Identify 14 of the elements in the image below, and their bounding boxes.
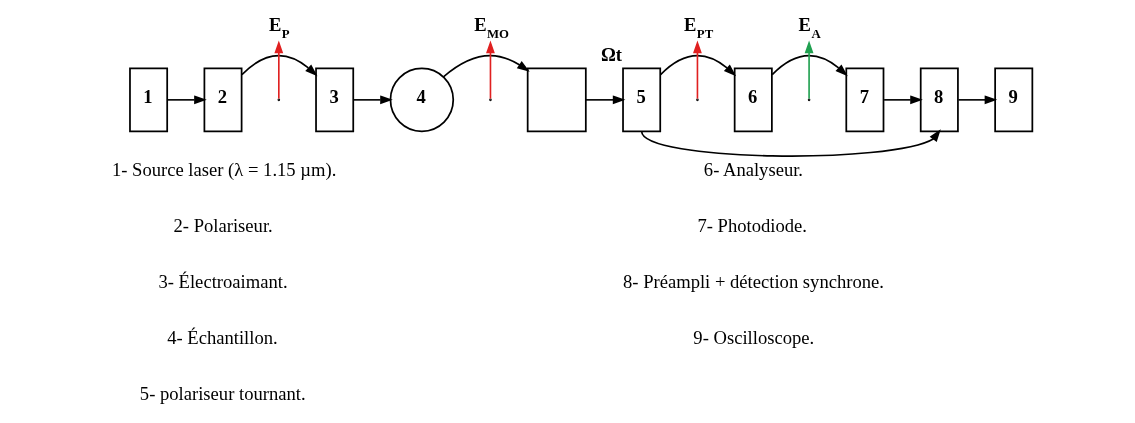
label: 8- Préampli + détection synchrone. [623, 271, 884, 293]
node-text: E$_{P}$ [268, 14, 290, 42]
label: 5- polariseur tournant. [139, 382, 306, 404]
node-text: E$_{A}$ [798, 14, 821, 42]
node-text: E$_{MO}$ [474, 14, 509, 42]
label: 6- Analyseur. [703, 159, 803, 181]
label: 4- Échantillon. [167, 326, 278, 348]
node-label: Ωt [600, 44, 623, 66]
label: 7- Photodiode. [697, 215, 807, 237]
label: 1- Source laser (λ = 1.15 µm). [111, 159, 337, 181]
node-text: E$_{PT}$ [684, 14, 714, 42]
label: 3- Électroaimant. [158, 271, 288, 293]
label: 2- Polariseur. [173, 215, 273, 237]
label: 9- Oscilloscope. [693, 326, 815, 348]
